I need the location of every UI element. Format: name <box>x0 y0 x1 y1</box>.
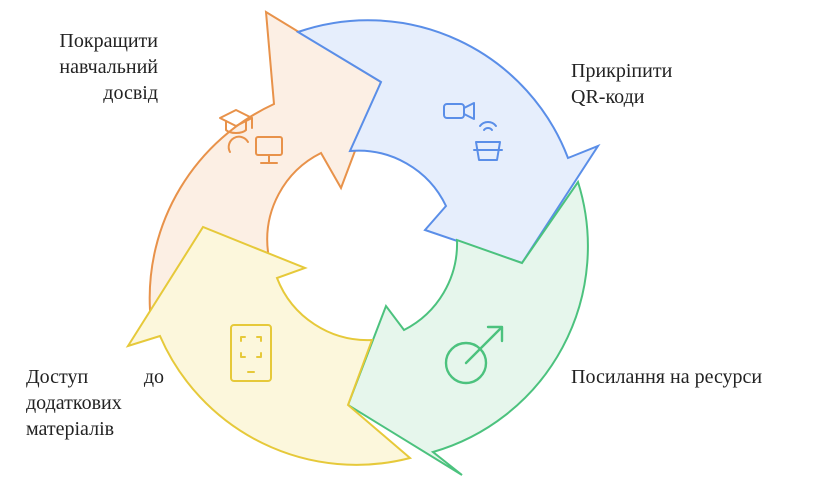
step-label-line: Посилання на ресурси <box>571 366 763 388</box>
step-label-improve-learning: Покращити навчальний досвід <box>26 28 158 106</box>
step-label-line: досвід <box>103 82 158 104</box>
step-label-extra-materials: Доступ до додаткових матеріалів <box>26 364 164 442</box>
step-label-line: QR-коди <box>571 86 645 108</box>
step-label-word: Доступ <box>26 366 89 388</box>
camera-scanner-icon <box>443 102 503 161</box>
graduation-computer-icon <box>219 109 283 164</box>
step-label-attach-qr: Прикріпити QR-коди <box>571 58 672 110</box>
step-label-line: матеріалів <box>26 418 115 440</box>
segment-resource-links <box>346 179 589 476</box>
step-label-word: до <box>143 366 164 388</box>
step-label-resource-links: Посилання на ресурси <box>571 364 762 390</box>
segment-attach-qr <box>295 19 601 265</box>
step-label-line: навчальний <box>59 56 158 78</box>
step-label-line: Покращити <box>59 30 158 52</box>
step-label-line: Прикріпити <box>571 60 673 82</box>
external-link-circle-icon <box>444 325 504 385</box>
step-label-line: додаткових <box>26 392 122 414</box>
step-label-line: Доступ до <box>26 364 164 390</box>
qr-scan-frame-icon <box>230 324 272 382</box>
segment-extra-materials <box>125 225 413 466</box>
